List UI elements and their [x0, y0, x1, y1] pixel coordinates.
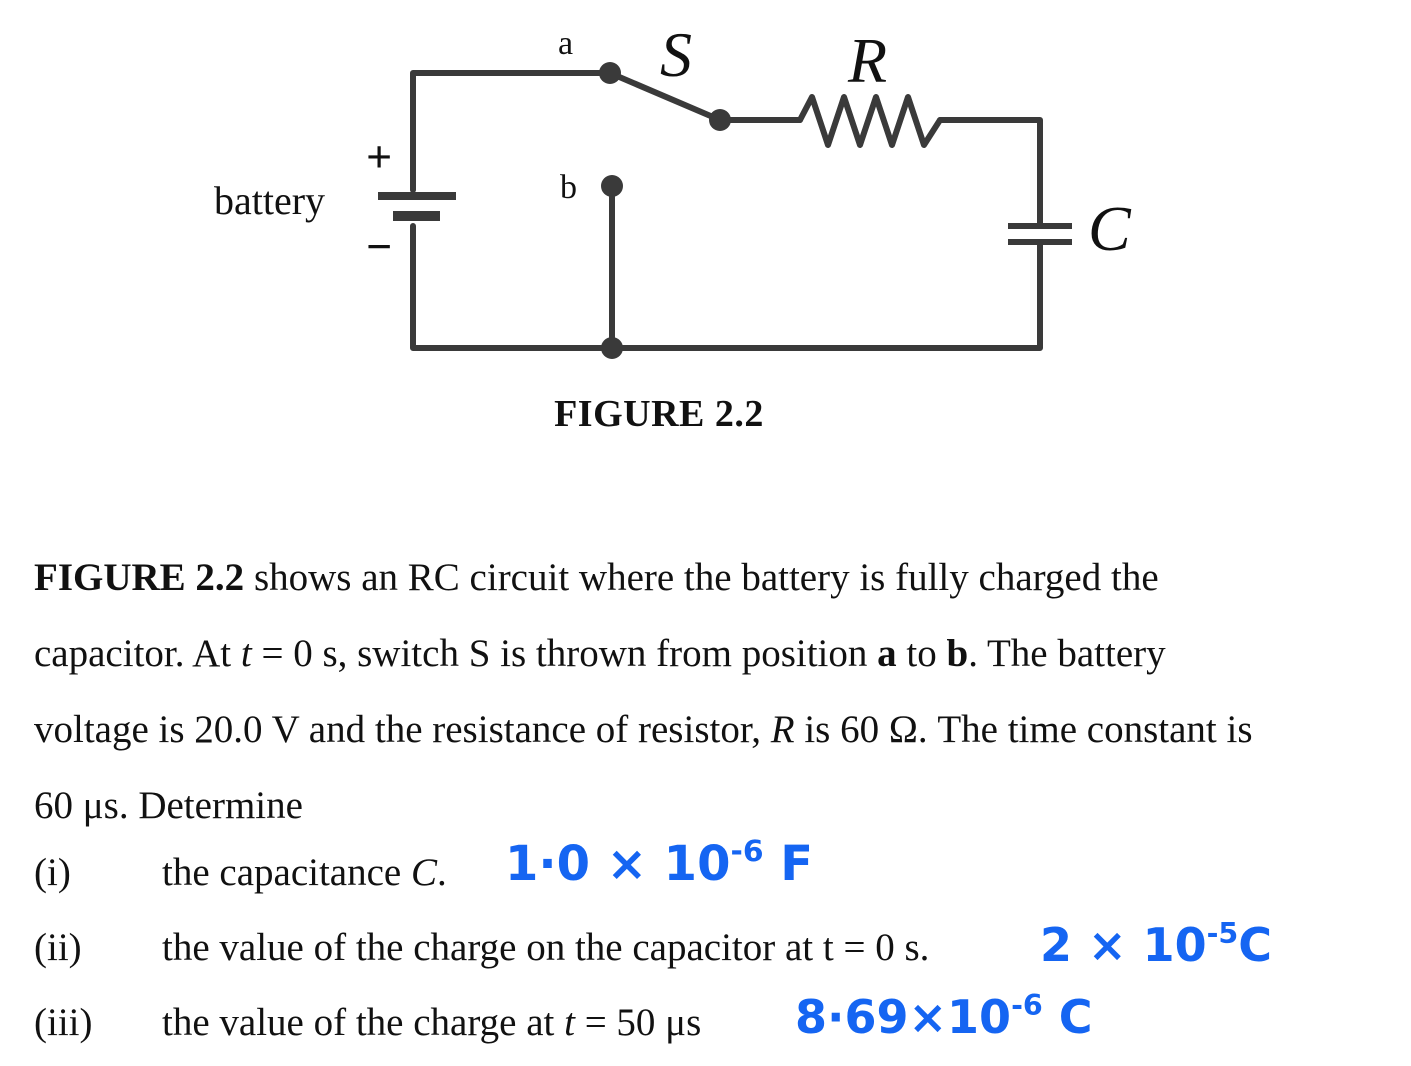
answer-3-unit: C [1042, 990, 1093, 1044]
question-1-after: . [437, 851, 447, 894]
answer-2-unit: C [1238, 918, 1273, 972]
question-3-after: = 50 μs [574, 1001, 702, 1044]
resistor-zigzag [797, 94, 943, 148]
answer-3-base: 8·69×10 [795, 990, 1012, 1044]
question-3: (iii) the value of the charge at t = 50 μ… [34, 1000, 701, 1045]
wire-right-top [937, 117, 1043, 229]
label-a: a [558, 25, 573, 62]
label-plus: + [366, 131, 392, 182]
answer-1-exponent: -6 [730, 834, 764, 869]
problem-line-2: capacitor. At t = 0 s, switch S is throw… [34, 616, 1404, 692]
answer-2-base: 2 × 10 [1040, 918, 1207, 972]
problem-line-2-text-b: = 0 s, switch S is thrown from position [251, 632, 878, 675]
label-resistor: R [847, 25, 887, 96]
question-2-text: the value of the charge on the capacitor… [162, 926, 930, 969]
question-2: (ii) the value of the charge on the capac… [34, 925, 929, 970]
question-2-number: (ii) [34, 926, 82, 969]
position-b: b [946, 632, 969, 675]
node-pivot [709, 109, 731, 131]
question-3-number: (iii) [34, 1001, 93, 1044]
problem-line-2-text-d: . The battery [968, 632, 1166, 675]
question-1: (i) the capacitance C. [34, 850, 447, 895]
node-a [599, 62, 621, 84]
problem-line-2-text-c: to [896, 632, 947, 675]
variable-R: R [770, 708, 795, 751]
question-1-number: (i) [34, 851, 71, 894]
answer-2-exponent: -5 [1206, 916, 1239, 950]
label-minus: − [366, 221, 392, 272]
wire-right-bottom [410, 223, 1043, 351]
label-b: b [560, 169, 577, 206]
question-1-variable: C [411, 851, 438, 894]
variable-t: t [240, 632, 252, 675]
node-b [601, 175, 623, 197]
problem-line-3-text-a: voltage is 20.0 V and the resistance of … [34, 708, 771, 751]
node-bottom [601, 337, 623, 359]
answer-3-exponent: -6 [1011, 988, 1043, 1022]
wire-top-left [410, 70, 613, 193]
position-a: a [877, 632, 897, 675]
label-capacitor: C [1088, 193, 1132, 264]
label-switch: S [660, 19, 692, 90]
problem-line-1-text: shows an RC circuit where the battery is… [244, 556, 1159, 599]
problem-statement: FIGURE 2.2 shows an RC circuit where the… [34, 540, 1404, 844]
switch-blade [607, 70, 723, 123]
handwritten-answer-2: 2 × 10-5C [1040, 916, 1273, 972]
figure-reference: FIGURE 2.2 [34, 556, 245, 599]
label-battery: battery [214, 178, 325, 223]
question-1-text: the capacitance [162, 851, 411, 894]
problem-line-3: voltage is 20.0 V and the resistance of … [34, 692, 1404, 768]
answer-1-unit: F [763, 836, 814, 892]
question-3-variable: t [564, 1001, 575, 1044]
problem-line-4: 60 μs. Determine [34, 784, 303, 827]
answer-1-base: 1·0 × 10 [505, 836, 731, 892]
handwritten-answer-3: 8·69×10-6 C [795, 988, 1093, 1044]
figure-caption: FIGURE 2.2 [554, 393, 764, 435]
problem-line-3-text-b: is 60 Ω. The time constant is [794, 708, 1253, 751]
handwritten-answer-1: 1·0 × 10-6 F [505, 834, 814, 892]
problem-line-2-text-a: capacitor. At [34, 632, 241, 675]
question-3-text: the value of the charge at [162, 1001, 565, 1044]
circuit-diagram: a S R b battery + − C [214, 19, 1132, 359]
problem-line-1: FIGURE 2.2 shows an RC circuit where the… [34, 540, 1404, 616]
